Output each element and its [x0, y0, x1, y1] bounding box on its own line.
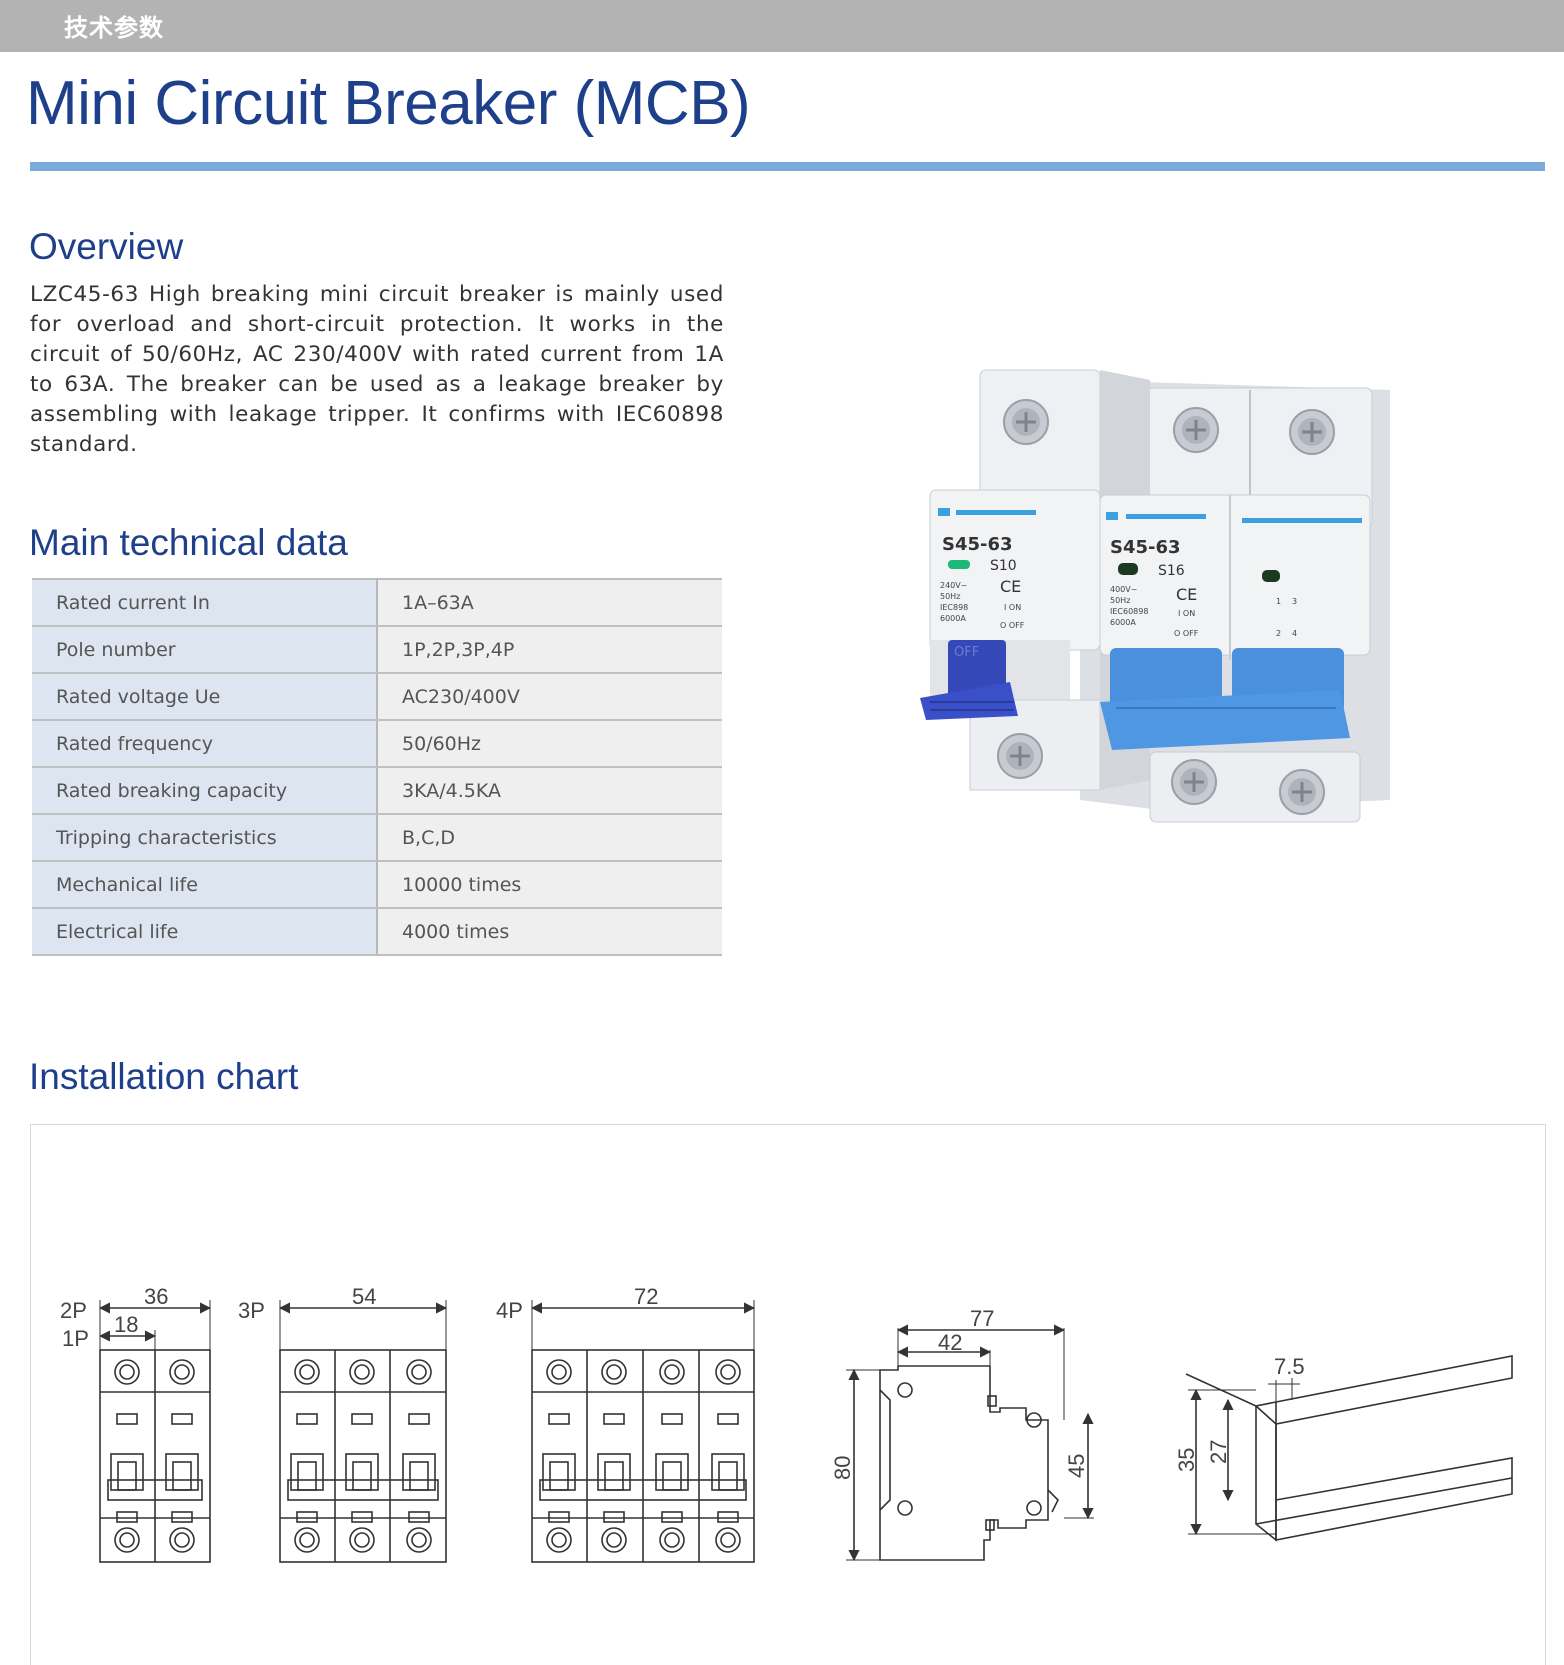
logo-icon: [1106, 512, 1118, 520]
breaker-side-view: [879, 1365, 1059, 1561]
value-cell: 4000 times: [377, 908, 722, 956]
param-cell: Rated breaking capacity: [32, 767, 378, 815]
right-spec-voltage: 400V~: [1110, 585, 1137, 594]
pole-label-3p: 3P: [238, 1298, 265, 1323]
screw-icon: [1003, 399, 1049, 445]
right-model-label: S45-63: [1110, 537, 1181, 558]
pole-label-4p: 4P: [496, 1298, 523, 1323]
param-cell: Rated voltage Ue: [32, 673, 378, 721]
value-cell: 50/60Hz: [377, 720, 722, 768]
svg-text:2: 2: [1276, 629, 1281, 638]
value-cell: 10000 times: [377, 861, 722, 909]
width-label-2p: 36: [144, 1284, 168, 1309]
rail-height-outer-label: 35: [1174, 1448, 1199, 1472]
value-cell: 1P,2P,3P,4P: [377, 626, 722, 674]
pole-label-2p: 2P: [60, 1298, 87, 1323]
left-spec-std: IEC898: [940, 603, 968, 612]
overview-text: LZC45-63 High breaking mini circuit brea…: [30, 282, 724, 457]
pole-label-1p: 1P: [62, 1326, 89, 1351]
depth-total-label: 77: [970, 1306, 994, 1331]
right-spec-capacity: 6000A: [1110, 618, 1136, 627]
page-title: Mini Circuit Breaker (MCB): [26, 69, 751, 138]
left-spec-freq: 50Hz: [940, 592, 960, 601]
breaker-2p-front-view: [99, 1349, 211, 1563]
screw-icon: [1289, 409, 1335, 455]
value-cell: B,C,D: [377, 814, 722, 862]
left-on-label: I ON: [1004, 603, 1021, 612]
screw-icon: [997, 733, 1043, 779]
din-rail-view: [1185, 1355, 1513, 1542]
svg-text:3: 3: [1292, 597, 1297, 606]
product-photo: S45-63 S10 240V~ 50Hz IEC898 6000A CE I …: [920, 369, 1390, 823]
overview-heading: Overview: [29, 226, 184, 267]
category-label: 技术参数: [64, 14, 164, 42]
title-divider: [30, 162, 1545, 171]
right-spec-freq: 50Hz: [1110, 596, 1130, 605]
width-label-3p: 54: [352, 1284, 376, 1309]
param-cell: Rated current In: [32, 579, 378, 627]
left-model-label: S45-63: [942, 534, 1013, 555]
right-spec-std: IEC60898: [1110, 607, 1148, 616]
value-cell: 3KA/4.5KA: [377, 767, 722, 815]
svg-text:4: 4: [1292, 629, 1297, 638]
width-label-4p: 72: [634, 1284, 658, 1309]
right-rating-label: S16: [1158, 563, 1185, 579]
toggle-handle-left[interactable]: OFF: [920, 640, 1018, 720]
header-bar: 技术参数: [0, 0, 1564, 52]
breaker-3p-front-view: [279, 1349, 447, 1563]
screw-icon: [1173, 407, 1219, 453]
left-spec-voltage: 240V~: [940, 581, 967, 590]
depth-front-label: 42: [938, 1330, 962, 1355]
left-off-label: O OFF: [1000, 621, 1025, 630]
indicator-icon: [948, 560, 970, 569]
installation-chart-box: [30, 1124, 1546, 1665]
indicator-icon: [1262, 570, 1280, 582]
param-cell: Pole number: [32, 626, 378, 674]
param-cell: Electrical life: [32, 908, 378, 956]
value-cell: AC230/400V: [377, 673, 722, 721]
param-cell: Rated frequency: [32, 720, 378, 768]
screw-icon: [1279, 769, 1325, 815]
logo-icon: [938, 508, 950, 516]
front-height-label: 45: [1064, 1454, 1089, 1478]
left-spec-capacity: 6000A: [940, 614, 966, 623]
terminal-marks: 1 3 2 4: [1276, 597, 1297, 638]
installation-heading: Installation chart: [29, 1056, 299, 1097]
technical-data-heading: Main technical data: [29, 522, 348, 563]
param-cell: Mechanical life: [32, 861, 378, 909]
rail-slot-label: 7.5: [1274, 1354, 1305, 1379]
indicator-icon: [1118, 563, 1138, 575]
right-off-label: O OFF: [1174, 629, 1199, 638]
width-label-1p: 18: [114, 1312, 138, 1337]
value-cell: 1A–63A: [377, 579, 722, 627]
breaker-4p-front-view: [531, 1349, 755, 1563]
ce-mark-left: CE: [1000, 577, 1021, 596]
toggle-handle-right[interactable]: [1100, 648, 1350, 750]
svg-text:1: 1: [1276, 597, 1281, 606]
right-on-label: I ON: [1178, 609, 1195, 618]
handle-off-text: OFF: [954, 645, 979, 660]
screw-icon: [1171, 759, 1217, 805]
ce-mark-right: CE: [1176, 585, 1197, 604]
height-label: 80: [830, 1456, 855, 1480]
rail-height-inner-label: 27: [1206, 1440, 1231, 1464]
param-cell: Tripping characteristics: [32, 814, 378, 862]
left-rating-label: S10: [990, 558, 1017, 574]
